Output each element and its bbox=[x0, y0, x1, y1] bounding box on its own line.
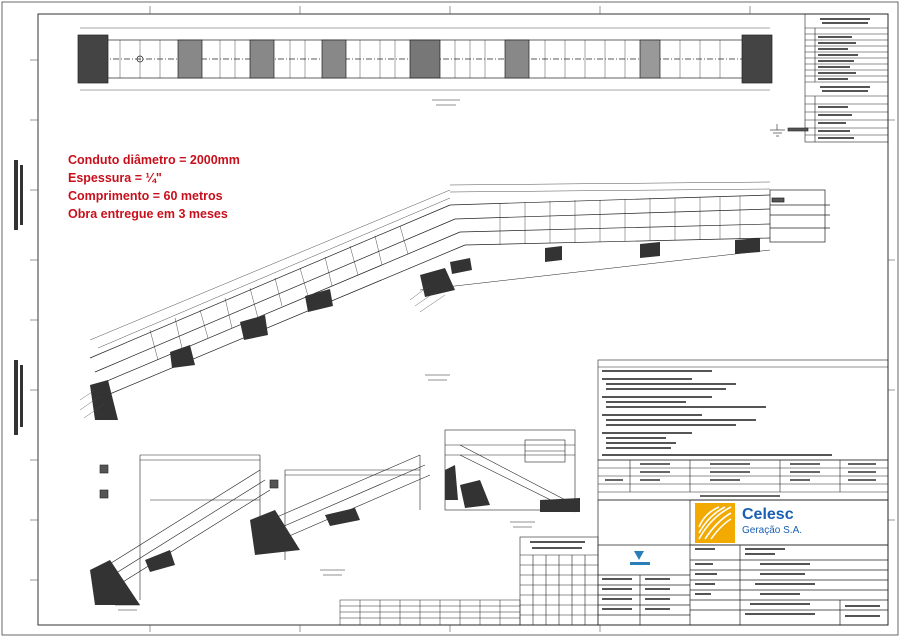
title-block bbox=[597, 499, 889, 626]
notes-lines bbox=[602, 370, 832, 456]
detail-b-base bbox=[250, 508, 360, 555]
main-section-pipe bbox=[89, 181, 830, 397]
detail-b bbox=[269, 454, 431, 560]
weld-quality-header bbox=[530, 541, 585, 549]
celesc-name: Celesc bbox=[742, 506, 794, 523]
pipe-top-view bbox=[77, 27, 773, 91]
celesc-sun-icon bbox=[695, 503, 735, 543]
main-section-supports bbox=[90, 238, 760, 420]
weld-quality-table bbox=[519, 536, 599, 626]
detail-b-caption bbox=[320, 569, 345, 576]
annotation-diameter: Conduto diâmetro = 2000mm bbox=[68, 153, 240, 167]
left-margin-notes bbox=[14, 160, 23, 435]
detail-c-base bbox=[445, 465, 580, 512]
section-caption bbox=[425, 374, 450, 381]
annotation-thickness: Espessura = ¼" bbox=[68, 171, 162, 185]
top-view-caption bbox=[432, 99, 460, 106]
quality-plan-table bbox=[804, 13, 889, 143]
border-ticks bbox=[30, 6, 895, 632]
main-section-hatch bbox=[79, 284, 446, 419]
detail-a-base bbox=[90, 550, 175, 605]
detail-a bbox=[99, 454, 271, 600]
project-annotation: Conduto diâmetro = 2000mm Espessura = ¼"… bbox=[68, 151, 240, 223]
icom-logo bbox=[630, 551, 650, 565]
revision-fills bbox=[605, 463, 876, 497]
material-list bbox=[339, 599, 521, 626]
detail-a-caption bbox=[115, 604, 140, 611]
annotation-length: Comprimento = 60 metros bbox=[68, 189, 223, 203]
annotation-delivery: Obra entregue em 3 meses bbox=[68, 207, 228, 221]
quality-plan-symbol bbox=[770, 124, 809, 137]
celesc-logo: Celesc Geração S.A. bbox=[695, 503, 885, 543]
celesc-subtitle: Geração S.A. bbox=[742, 525, 803, 536]
detail-c-caption bbox=[510, 521, 535, 528]
title-block-fills bbox=[602, 548, 880, 617]
quality-plan-fills bbox=[818, 18, 870, 139]
